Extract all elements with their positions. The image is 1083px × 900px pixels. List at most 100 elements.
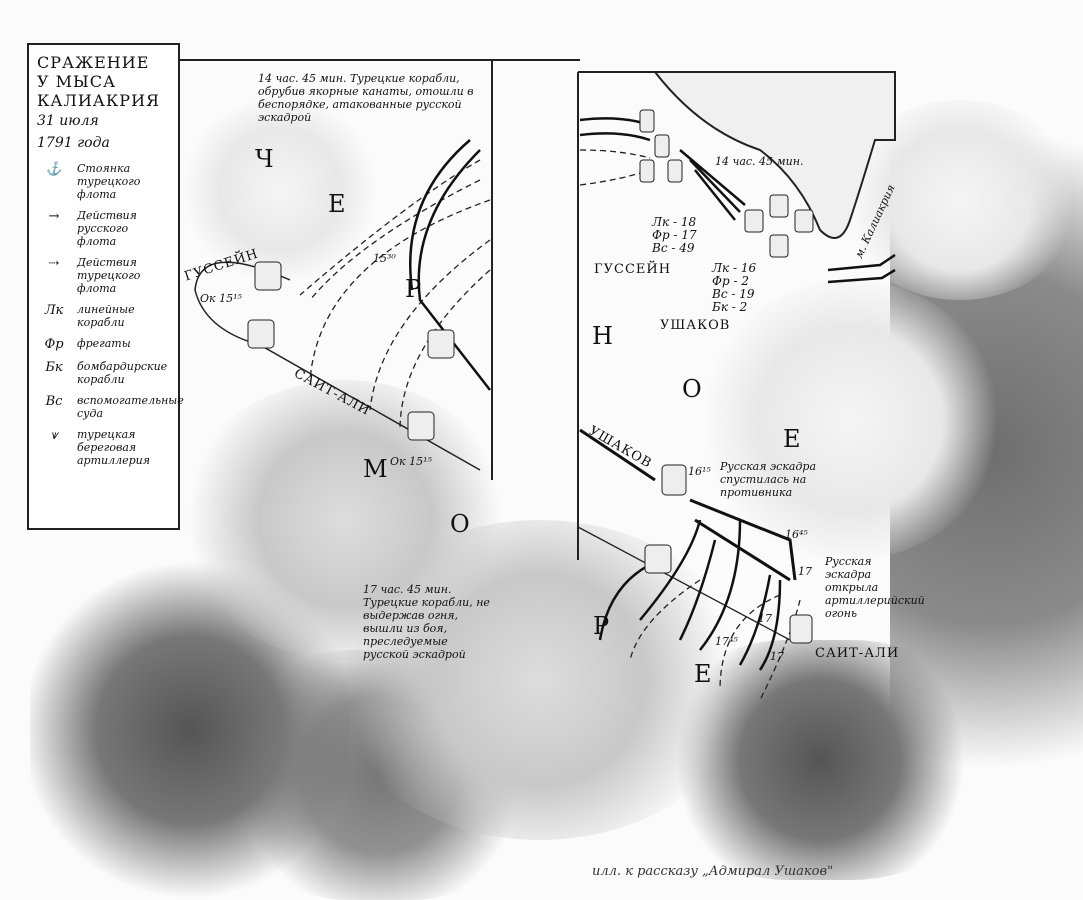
ushakov-route [579, 428, 656, 482]
ship-icon [661, 464, 687, 496]
legend-item: Бк бомбардирские корабли [37, 360, 170, 386]
turkish-route [399, 269, 491, 431]
turkish-route [309, 199, 491, 381]
sea-letter: Р [405, 275, 422, 303]
ship-icon [427, 329, 455, 359]
turkish-route [309, 179, 481, 301]
ship-icon [639, 159, 655, 183]
legend-item: ⇢ Действия турецкого флота [37, 256, 170, 295]
fleet-count-line: Бк - 2 [712, 300, 748, 314]
legend-abbr: Бк [45, 360, 63, 375]
ship-icon [789, 614, 813, 644]
ship-icon [769, 194, 789, 218]
ship-icon [794, 209, 814, 233]
russian-attack-routes [598, 519, 782, 671]
legend-year: 1791 года [37, 135, 110, 151]
time-label: 17 [798, 565, 812, 578]
turkish-fleet-count: Лк - 18 Фр - 17 Вс - 49 [652, 216, 697, 255]
label-said-ali: САИТ-АЛИ [815, 646, 900, 661]
sea-letter: Е [783, 425, 801, 453]
legend-label: Стоянка турецкого флота [77, 162, 141, 201]
turkish-retreat-routes [629, 579, 801, 701]
fleet-count-line: Вс - 19 [712, 287, 755, 301]
said-ali-route [577, 526, 791, 641]
note-1445-left: 14 час. 45 мин. Турецкие корабли, обруби… [258, 72, 474, 124]
anchor-icon: ⚓ [45, 162, 63, 177]
time-label: 14 час. 45 мин. [715, 155, 804, 168]
legend-item: → Действия русского флота [37, 209, 170, 248]
legend-item: ⩛ турецкая береговая артиллерия [37, 428, 170, 467]
sea-letter: Р [593, 612, 610, 640]
ship-icon [639, 109, 655, 133]
legend-label: вспомогательные суда [77, 394, 184, 420]
legend-date: 31 июля [37, 113, 99, 129]
time-label: 17 [758, 612, 772, 625]
sea-letter: Е [328, 190, 346, 218]
smoke-cloud [180, 100, 380, 280]
time-label: Ок 15¹⁵ [200, 292, 242, 305]
russian-route [579, 132, 651, 142]
said-ali-route [194, 261, 481, 471]
legend-label: бомбардирские корабли [77, 360, 168, 386]
legend-item: Лк линейные корабли [37, 303, 170, 329]
legend-abbr: Вс [45, 394, 63, 409]
sea-letter: Е [694, 660, 712, 688]
ship-icon [254, 261, 282, 291]
label-gussein: ГУССЕЙН [594, 262, 672, 277]
turkish-route [369, 239, 491, 411]
caption: илл. к рассказу „Адмирал Ушаков" [592, 864, 834, 879]
legend-label: линейные корабли [77, 303, 135, 329]
sea-letter: Н [592, 322, 613, 350]
legend: СРАЖЕНИЕ У МЫСА КАЛИАКРИЯ 31 июля 1791 г… [27, 43, 184, 530]
note-russian-opened-fire: Русская эскадра открыла артиллерийский о… [825, 555, 925, 620]
time-label: 15³⁰ [373, 252, 396, 265]
legend-label: Действия русского флота [77, 209, 137, 248]
time-label: Ок 15¹⁵ [390, 455, 432, 468]
artillery-icon: ⩛ [50, 428, 58, 443]
russian-line [689, 498, 797, 582]
legend-title-2: У МЫСА [37, 72, 117, 91]
russian-route [408, 139, 471, 291]
legend-abbr: Лк [44, 303, 64, 318]
smoke-cloud [700, 280, 1000, 560]
legend-title-3: КАЛИАКРИЯ [37, 91, 160, 110]
sea-letter: О [682, 375, 702, 403]
smoke-cloud [330, 520, 750, 840]
solid-arrow-icon: → [48, 209, 60, 224]
ship-icon [667, 159, 683, 183]
turkish-route [579, 149, 651, 159]
legend-title-1: СРАЖЕНИЕ [37, 53, 150, 72]
sea-letter: М [363, 455, 388, 483]
legend-label: турецкая береговая артиллерия [77, 428, 151, 467]
sea-letter: Ч [255, 145, 274, 173]
legend-item: Фр фрегаты [37, 337, 170, 352]
coastline [652, 71, 896, 239]
dashed-arrow-icon: ⇢ [48, 256, 60, 271]
fleet-count-line: Лк - 16 [712, 261, 757, 275]
ship-icon [769, 234, 789, 258]
legend-item: Вс вспомогательные суда [37, 394, 184, 420]
legend-item: ⚓ Стоянка турецкого флота [37, 162, 170, 201]
label-ushakov: УШАКОВ [660, 318, 731, 333]
legend-abbr: Фр [44, 337, 64, 352]
note-1745: 17 час. 45 мин. Турецкие корабли, не выд… [363, 583, 490, 661]
ship-icon [247, 319, 275, 349]
fleet-count-line: Фр - 17 [652, 228, 697, 242]
ship-icon [744, 209, 764, 233]
russian-approach [679, 149, 746, 221]
time-label: 16⁴⁵ [785, 528, 808, 541]
ship-icon [407, 411, 435, 441]
ship-icon [644, 544, 672, 574]
fleet-count-line: Фр - 2 [712, 274, 749, 288]
legend-label: фрегаты [77, 337, 131, 350]
ship-icon [654, 134, 670, 158]
note-russian-descended: Русская эскадра спустилась на противника [720, 460, 817, 499]
russian-route [417, 149, 491, 391]
russian-approach [827, 253, 896, 284]
fleet-count-line: Вс - 49 [652, 241, 695, 255]
legend-label: Действия турецкого флота [77, 256, 141, 295]
time-label: 16¹⁵ [688, 465, 711, 478]
fleet-count-line: Лк - 18 [652, 215, 697, 229]
